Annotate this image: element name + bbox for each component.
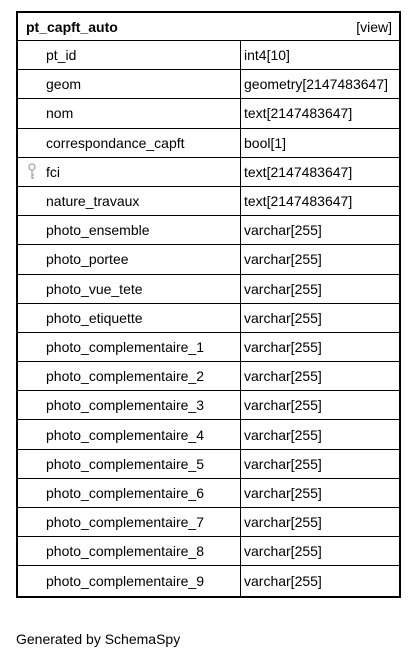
column-type: int4[10] xyxy=(244,47,290,64)
table-row: nature_travaux text[2147483647] xyxy=(18,186,399,217)
column-type: varchar[255] xyxy=(244,280,322,297)
column-name: pt_id xyxy=(46,47,77,64)
column-name-cell: pt_id xyxy=(18,41,241,70)
column-name-cell: photo_complementaire_6 xyxy=(18,478,241,507)
column-type: varchar[255] xyxy=(244,484,322,501)
column-name: nature_travaux xyxy=(46,193,140,210)
table-row: pt_id int4[10] xyxy=(18,41,399,71)
column-name: photo_complementaire_7 xyxy=(46,514,204,531)
column-type: varchar[255] xyxy=(244,572,322,589)
column-name-cell: fci xyxy=(18,157,241,186)
column-list: pt_id int4[10] geom geometry[2147483647] nom… xyxy=(18,41,399,596)
table-row: photo_complementaire_3 varchar[255] xyxy=(18,391,399,421)
column-type: varchar[255] xyxy=(244,222,322,239)
column-type: varchar[255] xyxy=(244,543,322,560)
column-name-cell: photo_complementaire_8 xyxy=(18,537,241,566)
column-name-cell: photo_complementaire_5 xyxy=(18,449,241,478)
column-name-cell: photo_portee xyxy=(18,245,241,274)
table-row: photo_complementaire_2 varchar[255] xyxy=(18,362,399,392)
column-name: photo_complementaire_2 xyxy=(46,368,204,385)
column-name: photo_portee xyxy=(46,251,129,268)
table-row: photo_etiquette varchar[255] xyxy=(18,303,399,333)
table-row: photo_ensemble varchar[255] xyxy=(18,216,399,246)
column-name: photo_ensemble xyxy=(46,222,150,239)
column-name: photo_vue_tete xyxy=(46,280,143,297)
column-type: varchar[255] xyxy=(244,455,322,472)
column-name-cell: photo_etiquette xyxy=(18,303,241,332)
column-name-cell: photo_complementaire_1 xyxy=(18,332,241,362)
column-type: varchar[255] xyxy=(244,368,322,385)
table-row: correspondance_capft bool[1] xyxy=(18,128,399,158)
column-name-cell: photo_complementaire_2 xyxy=(18,362,241,391)
column-type: varchar[255] xyxy=(244,514,322,531)
column-type: varchar[255] xyxy=(244,309,322,326)
column-name: photo_complementaire_8 xyxy=(46,543,204,560)
column-type: varchar[255] xyxy=(244,426,322,443)
column-name: photo_complementaire_3 xyxy=(46,397,204,414)
column-name: photo_complementaire_5 xyxy=(46,455,204,472)
column-name-cell: correspondance_capft xyxy=(18,128,241,157)
column-name-cell: geom xyxy=(18,70,241,99)
column-name: fci xyxy=(46,163,60,180)
key-icon xyxy=(28,163,36,179)
footer-text: Generated by SchemaSpy xyxy=(16,631,181,647)
view-link[interactable]: [view] xyxy=(356,18,392,35)
table-row: photo_complementaire_7 varchar[255] xyxy=(18,508,399,538)
column-name-cell: nature_travaux xyxy=(18,186,241,216)
column-type: varchar[255] xyxy=(244,338,322,355)
column-name: geom xyxy=(46,76,82,93)
column-type: text[2147483647] xyxy=(244,163,353,180)
column-name: photo_complementaire_6 xyxy=(46,484,204,501)
column-name-cell: photo_complementaire_9 xyxy=(18,566,241,596)
table-row: photo_complementaire_4 varchar[255] xyxy=(18,420,399,450)
column-type: bool[1] xyxy=(244,134,287,151)
table-row: photo_vue_tete varchar[255] xyxy=(18,274,399,304)
table-header: pt_capft_auto [view] xyxy=(18,13,399,41)
table-row: photo_complementaire_6 varchar[255] xyxy=(18,478,399,508)
column-type: varchar[255] xyxy=(244,251,322,268)
table-row: photo_complementaire_5 varchar[255] xyxy=(18,449,399,479)
column-name: correspondance_capft xyxy=(46,134,185,151)
column-name: photo_complementaire_1 xyxy=(46,338,204,355)
column-name-cell: photo_complementaire_3 xyxy=(18,391,241,420)
table-title: pt_capft_auto xyxy=(26,18,118,35)
column-name: nom xyxy=(46,105,74,122)
column-name-cell: photo_ensemble xyxy=(18,216,241,245)
table-row: nom text[2147483647] xyxy=(18,99,399,129)
table-row: photo_complementaire_1 varchar[255] xyxy=(18,332,399,363)
column-type: text[2147483647] xyxy=(244,105,353,122)
column-name: photo_complementaire_4 xyxy=(46,426,204,443)
column-name-cell: photo_complementaire_7 xyxy=(18,508,241,537)
column-type: text[2147483647] xyxy=(244,193,353,210)
column-name-cell: photo_complementaire_4 xyxy=(18,420,241,449)
column-name: photo_etiquette xyxy=(46,309,143,326)
table-row: photo_complementaire_8 varchar[255] xyxy=(18,537,399,567)
column-name-cell: photo_vue_tete xyxy=(18,274,241,303)
column-type: geometry[2147483647] xyxy=(244,76,388,93)
column-name: photo_complementaire_9 xyxy=(46,572,204,589)
table-row: photo_portee varchar[255] xyxy=(18,245,399,275)
column-name-cell: nom xyxy=(18,99,241,128)
table-row: fci text[2147483647] xyxy=(18,157,399,187)
column-type: varchar[255] xyxy=(244,397,322,414)
table-row: photo_complementaire_9 varchar[255] xyxy=(18,566,399,596)
table-row: geom geometry[2147483647] xyxy=(18,70,399,100)
